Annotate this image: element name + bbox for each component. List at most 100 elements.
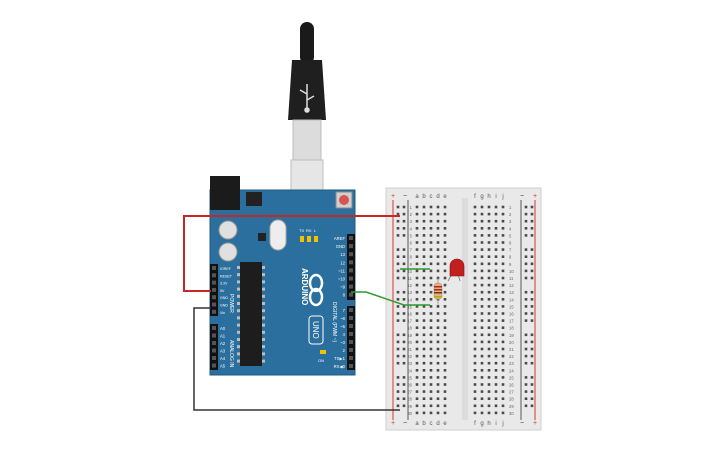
rail-hole[interactable] xyxy=(530,319,534,322)
rail-hole[interactable] xyxy=(396,333,400,337)
reset-button[interactable] xyxy=(335,191,353,209)
rail-hole[interactable] xyxy=(524,255,528,258)
breadboard-hole[interactable] xyxy=(494,347,498,351)
breadboard-hole[interactable] xyxy=(436,340,440,344)
breadboard-hole[interactable] xyxy=(480,262,484,266)
breadboard-hole[interactable] xyxy=(473,361,477,365)
breadboard-hole[interactable] xyxy=(487,383,491,386)
header-pin[interactable] xyxy=(349,284,353,289)
breadboard-hole[interactable] xyxy=(415,347,419,351)
rail-hole[interactable] xyxy=(396,219,400,223)
breadboard-hole[interactable] xyxy=(415,212,419,216)
breadboard-hole[interactable] xyxy=(501,326,505,329)
breadboard-hole[interactable] xyxy=(429,326,433,329)
breadboard-hole[interactable] xyxy=(487,219,491,223)
breadboard-hole[interactable] xyxy=(473,369,477,372)
breadboard-hole[interactable] xyxy=(487,212,491,216)
rail-hole[interactable] xyxy=(524,333,528,337)
breadboard-hole[interactable] xyxy=(480,390,484,393)
rail-hole[interactable] xyxy=(402,347,406,351)
header-pin[interactable] xyxy=(212,341,216,345)
breadboard-hole[interactable] xyxy=(494,212,498,216)
breadboard-hole[interactable] xyxy=(415,326,419,329)
rail-hole[interactable] xyxy=(396,290,400,294)
rail-hole[interactable] xyxy=(396,383,400,386)
breadboard-hole[interactable] xyxy=(429,390,433,393)
breadboard-hole[interactable] xyxy=(436,397,440,400)
rail-hole[interactable] xyxy=(530,361,534,365)
rail-hole[interactable] xyxy=(396,276,400,280)
rail-hole[interactable] xyxy=(396,227,400,230)
rail-hole[interactable] xyxy=(530,347,534,351)
breadboard-hole[interactable] xyxy=(443,241,447,244)
breadboard-hole[interactable] xyxy=(480,376,484,379)
breadboard-hole[interactable] xyxy=(487,376,491,379)
breadboard-hole[interactable] xyxy=(422,404,426,408)
breadboard-hole[interactable] xyxy=(429,212,433,216)
rail-hole[interactable] xyxy=(524,305,528,308)
breadboard-hole[interactable] xyxy=(487,369,491,372)
breadboard-hole[interactable] xyxy=(487,390,491,393)
breadboard-hole[interactable] xyxy=(501,298,505,301)
breadboard-hole[interactable] xyxy=(494,404,498,408)
rail-hole[interactable] xyxy=(524,354,528,358)
header-pin[interactable] xyxy=(212,280,216,285)
rail-hole[interactable] xyxy=(524,397,528,400)
breadboard-hole[interactable] xyxy=(429,376,433,379)
breadboard-hole[interactable] xyxy=(473,227,477,230)
breadboard-hole[interactable] xyxy=(415,269,419,273)
header-pin[interactable] xyxy=(212,326,216,330)
breadboard-hole[interactable] xyxy=(473,376,477,379)
breadboard-hole[interactable] xyxy=(487,333,491,337)
breadboard-hole[interactable] xyxy=(494,376,498,379)
breadboard-hole[interactable] xyxy=(429,283,433,287)
rail-hole[interactable] xyxy=(396,312,400,315)
breadboard-hole[interactable] xyxy=(501,369,505,372)
rail-hole[interactable] xyxy=(396,404,400,408)
breadboard-hole[interactable] xyxy=(422,390,426,393)
breadboard-hole[interactable] xyxy=(473,354,477,358)
breadboard-hole[interactable] xyxy=(415,276,419,280)
breadboard-hole[interactable] xyxy=(480,347,484,351)
breadboard-hole[interactable] xyxy=(422,319,426,322)
breadboard-hole[interactable] xyxy=(501,248,505,251)
breadboard-hole[interactable] xyxy=(415,255,419,258)
breadboard-hole[interactable] xyxy=(487,319,491,322)
breadboard-hole[interactable] xyxy=(443,248,447,251)
usb-cable[interactable] xyxy=(288,22,326,213)
breadboard-hole[interactable] xyxy=(436,234,440,237)
breadboard-hole[interactable] xyxy=(429,227,433,230)
breadboard-hole[interactable] xyxy=(480,283,484,287)
breadboard-hole[interactable] xyxy=(415,227,419,230)
rail-hole[interactable] xyxy=(402,376,406,379)
breadboard-hole[interactable] xyxy=(429,333,433,337)
rail-hole[interactable] xyxy=(402,383,406,386)
breadboard-hole[interactable] xyxy=(501,404,505,408)
rail-hole[interactable] xyxy=(396,248,400,251)
rail-hole[interactable] xyxy=(524,234,528,237)
rail-hole[interactable] xyxy=(530,333,534,337)
header-pin[interactable] xyxy=(212,363,216,368)
breadboard-hole[interactable] xyxy=(429,354,433,358)
breadboard-hole[interactable] xyxy=(480,205,484,209)
rail-hole[interactable] xyxy=(402,234,406,237)
breadboard-hole[interactable] xyxy=(429,241,433,244)
header-pin[interactable] xyxy=(349,316,353,320)
wires[interactable] xyxy=(183,215,430,411)
breadboard-hole[interactable] xyxy=(422,205,426,209)
breadboard-hole[interactable] xyxy=(501,347,505,351)
header-pin[interactable] xyxy=(349,244,353,249)
breadboard-hole[interactable] xyxy=(487,241,491,244)
breadboard-hole[interactable] xyxy=(487,276,491,280)
breadboard-hole[interactable] xyxy=(415,219,419,223)
breadboard-hole[interactable] xyxy=(494,227,498,230)
breadboard-hole[interactable] xyxy=(494,312,498,315)
rail-hole[interactable] xyxy=(524,376,528,379)
rail-hole[interactable] xyxy=(524,248,528,251)
breadboard-hole[interactable] xyxy=(480,369,484,372)
breadboard-hole[interactable] xyxy=(422,312,426,315)
breadboard-hole[interactable] xyxy=(429,219,433,223)
header-pin[interactable] xyxy=(349,356,353,360)
breadboard-hole[interactable] xyxy=(480,333,484,337)
breadboard-hole[interactable] xyxy=(436,205,440,209)
